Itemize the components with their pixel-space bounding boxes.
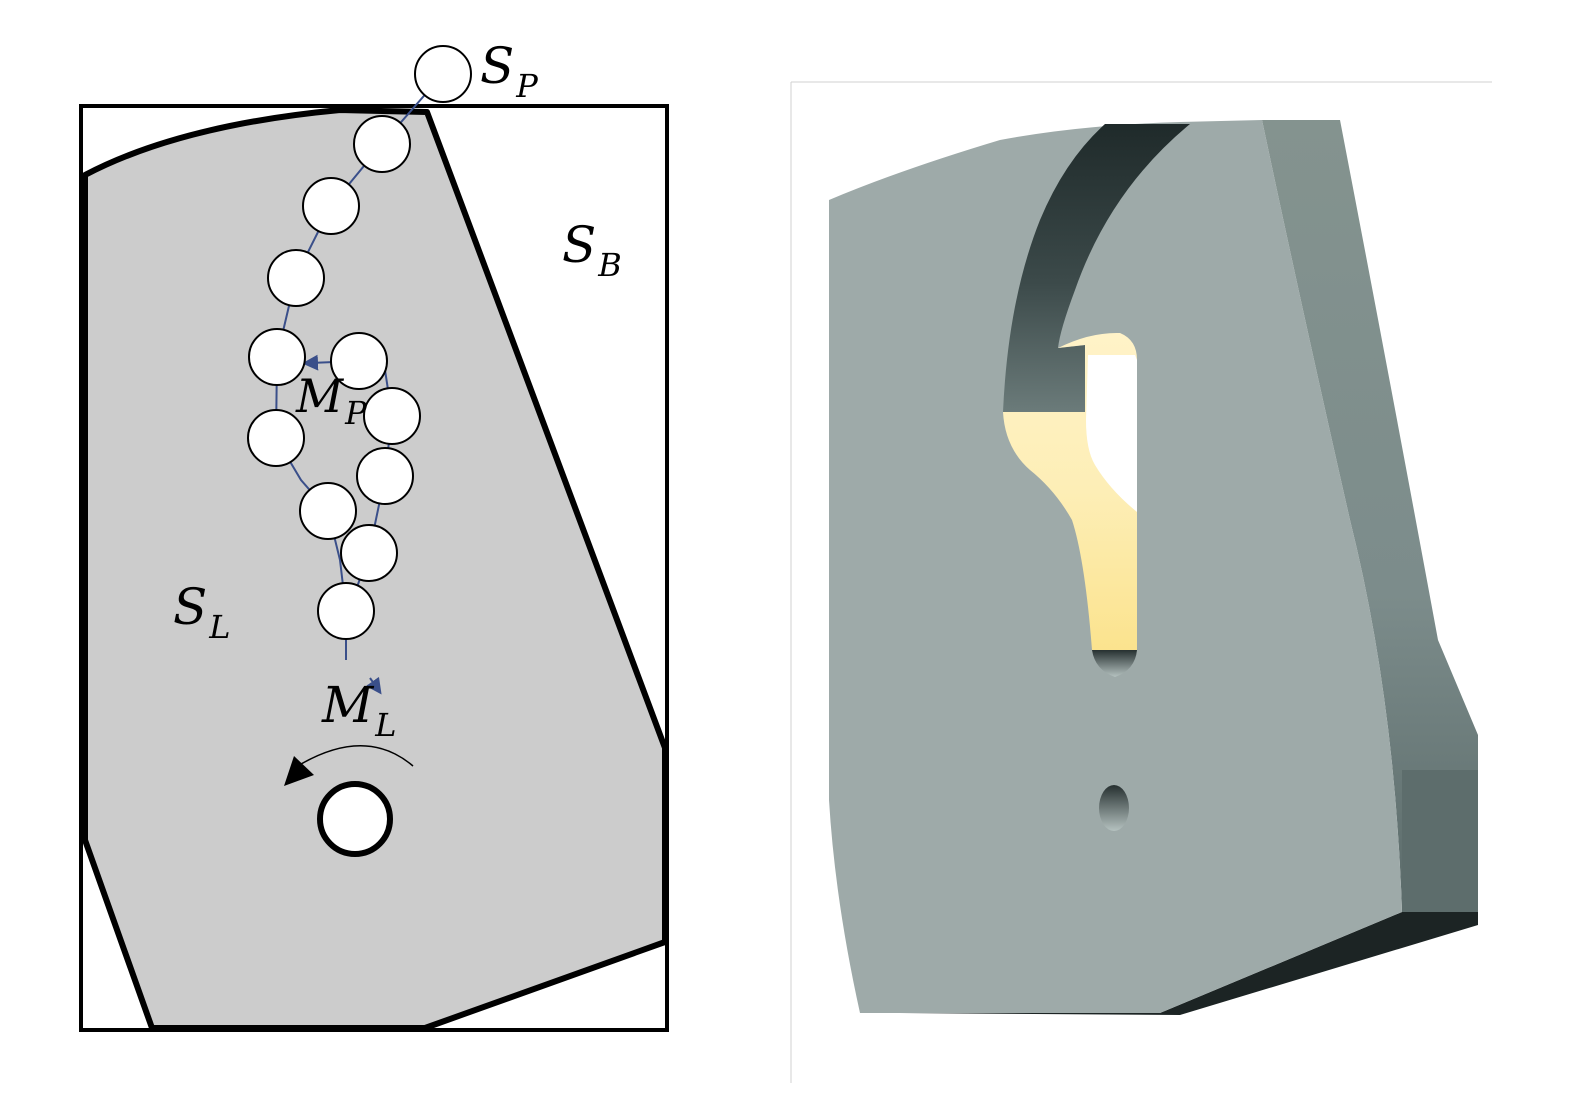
rotation-arrowhead	[284, 756, 314, 786]
particle	[353, 115, 411, 173]
particle	[267, 249, 325, 307]
particle	[356, 447, 414, 505]
block-side-face	[1262, 120, 1478, 912]
small-bore-hole	[1099, 785, 1129, 831]
label-sb: SB	[562, 216, 622, 284]
label-sl: SL	[173, 578, 231, 646]
particle	[330, 332, 388, 390]
label-mp: MP	[295, 369, 367, 432]
wear-groove	[1003, 124, 1190, 412]
rotation-arc	[295, 745, 414, 768]
block-side-lower	[1402, 770, 1478, 912]
particle	[248, 328, 306, 386]
block-bottom-shadow	[900, 912, 1478, 1015]
left-diagram: SP SB SL MP ML	[79, 37, 669, 1032]
particle	[299, 482, 357, 540]
label-sp: SP	[480, 37, 538, 105]
label-ml: ML	[321, 676, 396, 744]
particle	[317, 582, 375, 640]
through-hole	[1086, 355, 1137, 512]
particle	[302, 177, 360, 235]
particle-group	[247, 45, 472, 640]
slot-bottom	[1092, 650, 1137, 677]
particle	[414, 45, 472, 103]
particle	[247, 409, 305, 467]
particle	[363, 387, 421, 445]
particle	[340, 524, 398, 582]
right-render	[790, 81, 1492, 1083]
pivot-hole	[317, 781, 393, 857]
